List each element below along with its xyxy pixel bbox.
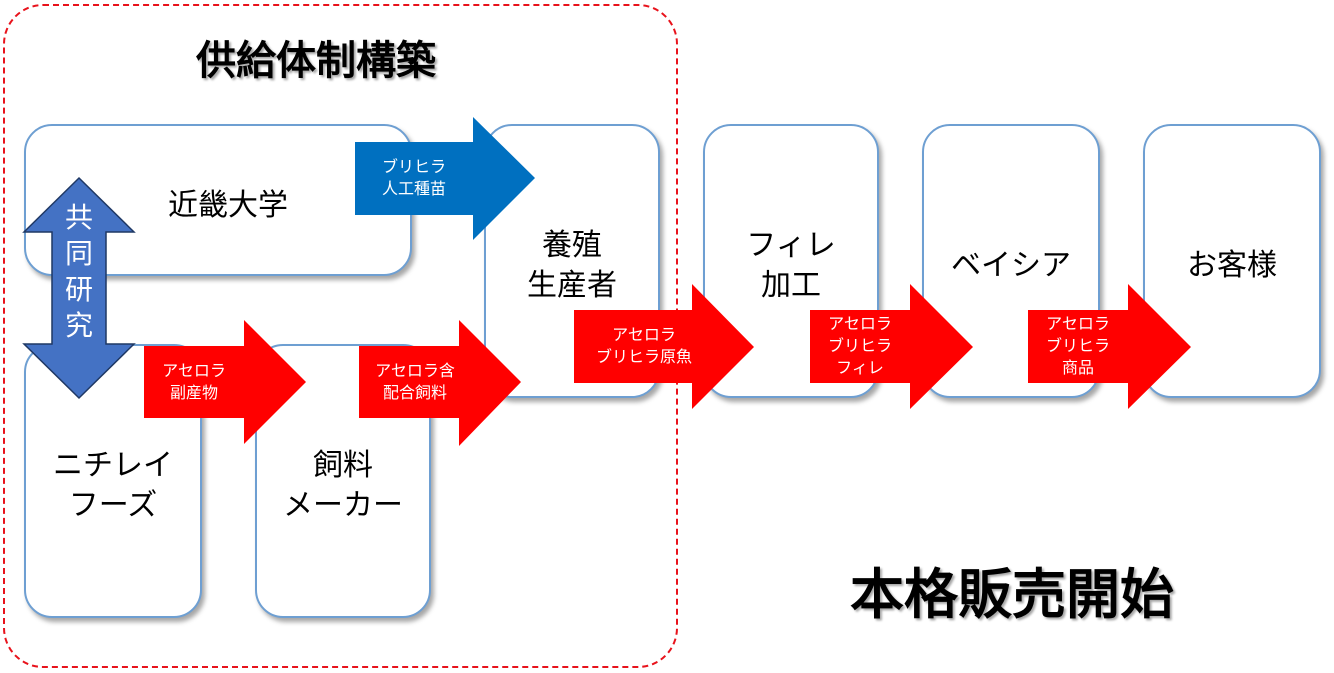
arrow-byproduct [144, 320, 306, 444]
box-farmer-label: 養殖 生産者 [527, 228, 617, 303]
box-customer-label: お客様 [1187, 248, 1277, 283]
arrow-fillet [810, 284, 973, 409]
arrow-raw-fish [574, 284, 754, 409]
arrow-fillet-label: アセロラ ブリヒラ フィレ [827, 314, 892, 377]
box-belc-label: ベイシア [951, 248, 1071, 283]
box-feed-maker-label: 飼料 メーカー [283, 448, 403, 523]
full-launch-title: 本格販売開始 [850, 563, 1174, 626]
arrow-seedling [355, 117, 535, 240]
arrow-byproduct-label: アセロラ 副産物 [162, 361, 226, 402]
box-fillet-processing-label: フィレ 加工 [746, 228, 836, 303]
box-kindai-label: 近畿大学 [168, 188, 288, 223]
arrow-raw-fish-label: アセロラ ブリヒラ原魚 [595, 325, 692, 366]
box-nichirei-label: ニチレイ フーズ [53, 448, 173, 523]
arrow-joint-research [22, 176, 136, 400]
arrow-product-label: アセロラ ブリヒラ 商品 [1045, 314, 1110, 377]
arrow-product [1028, 284, 1191, 409]
arrow-feed-mix [359, 320, 521, 446]
arrow-feed-mix-label: アセロラ含 配合飼料 [375, 361, 455, 402]
arrow-seedling-label: ブリヒラ 人工種苗 [381, 157, 446, 198]
joint-research-label: 共 同 研 究 [64, 201, 93, 342]
supply-structure-title: 供給体制構築 [196, 38, 436, 84]
